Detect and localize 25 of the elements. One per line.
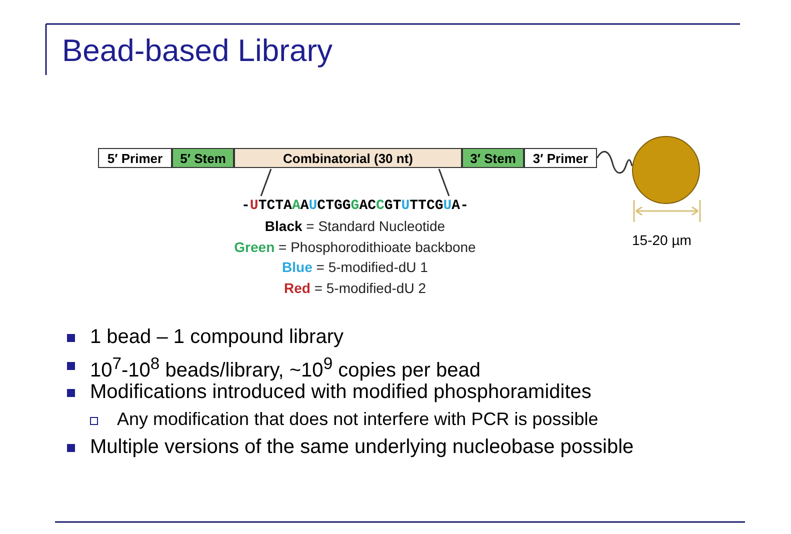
- color-key-word: Black: [264, 218, 302, 234]
- bullet-text: 10$^{7}$-10$^{8}$ beads/library, ~10$^{9}$ copies per bead: [90, 354, 480, 383]
- stem-segment: 3′ Stem: [462, 148, 524, 168]
- bullet-text: Multiple versions of the same underlying nucleobase possible: [90, 436, 634, 459]
- primer-segment: 5′ Primer: [98, 148, 172, 168]
- legend-text: = Standard Nucleotide: [305, 218, 446, 234]
- combinatorial-segment: Combinatorial (30 nt): [234, 148, 462, 168]
- legend-text: = Phosphorodithioate backbone: [278, 238, 476, 255]
- bead-circle: [632, 136, 700, 204]
- sequence-text: -UTCTAAAUCTGGGACCGTUTTCGUA-: [205, 197, 505, 215]
- color-key-word: Blue: [282, 259, 312, 276]
- bullet-text: 1 bead – 1 compound library: [90, 326, 344, 349]
- bullet-text: Modifications introduced with modified phosphoramidites: [90, 381, 592, 404]
- bullet-text: Any modification that does not interfere with PCR is possible: [117, 409, 598, 430]
- slide-title: Bead-based Library: [62, 33, 333, 69]
- dimension-label: 15-20 µm: [632, 232, 692, 248]
- legend-text: = 5-modified-dU 1: [315, 259, 428, 276]
- color-key-word: Red: [284, 280, 310, 296]
- primer-segment: 3′ Primer: [524, 148, 597, 168]
- legend-text: = 5-modified-dU 2: [313, 280, 426, 296]
- color-key-word: Green: [234, 238, 275, 255]
- wavy-tether-line: [596, 150, 633, 174]
- slash-line: [438, 168, 450, 196]
- slash-line: [260, 168, 272, 196]
- stem-segment: 5′ Stem: [172, 148, 234, 168]
